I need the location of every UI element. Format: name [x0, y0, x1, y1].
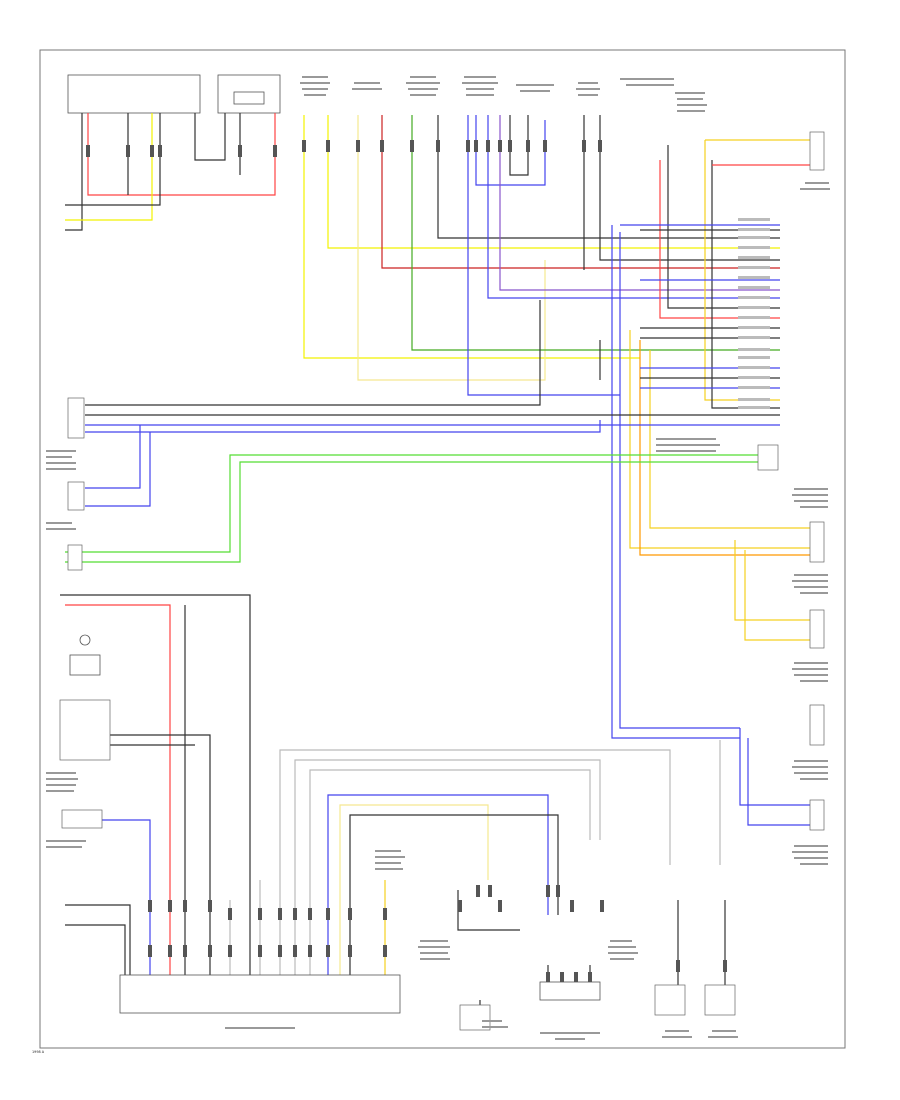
bottom-components — [119, 974, 736, 1031]
wires — [60, 113, 810, 1025]
page-code: 1998 A — [32, 1050, 45, 1054]
connector-pins — [86, 140, 727, 982]
fuse-box — [67, 74, 201, 114]
module-label-blocks — [300, 76, 707, 112]
bottom-labels — [225, 850, 738, 1040]
trunk-wire-labels — [738, 218, 770, 409]
left-components — [59, 397, 111, 829]
left-component-labels — [46, 450, 86, 848]
right-speaker-labels — [656, 182, 830, 865]
amplifier-box — [119, 974, 401, 1014]
top-components — [67, 74, 707, 114]
diagram-frame — [39, 49, 846, 1049]
relay-symbol — [233, 91, 265, 105]
radio-control-switch — [539, 981, 601, 1001]
right-speakers — [757, 131, 825, 831]
